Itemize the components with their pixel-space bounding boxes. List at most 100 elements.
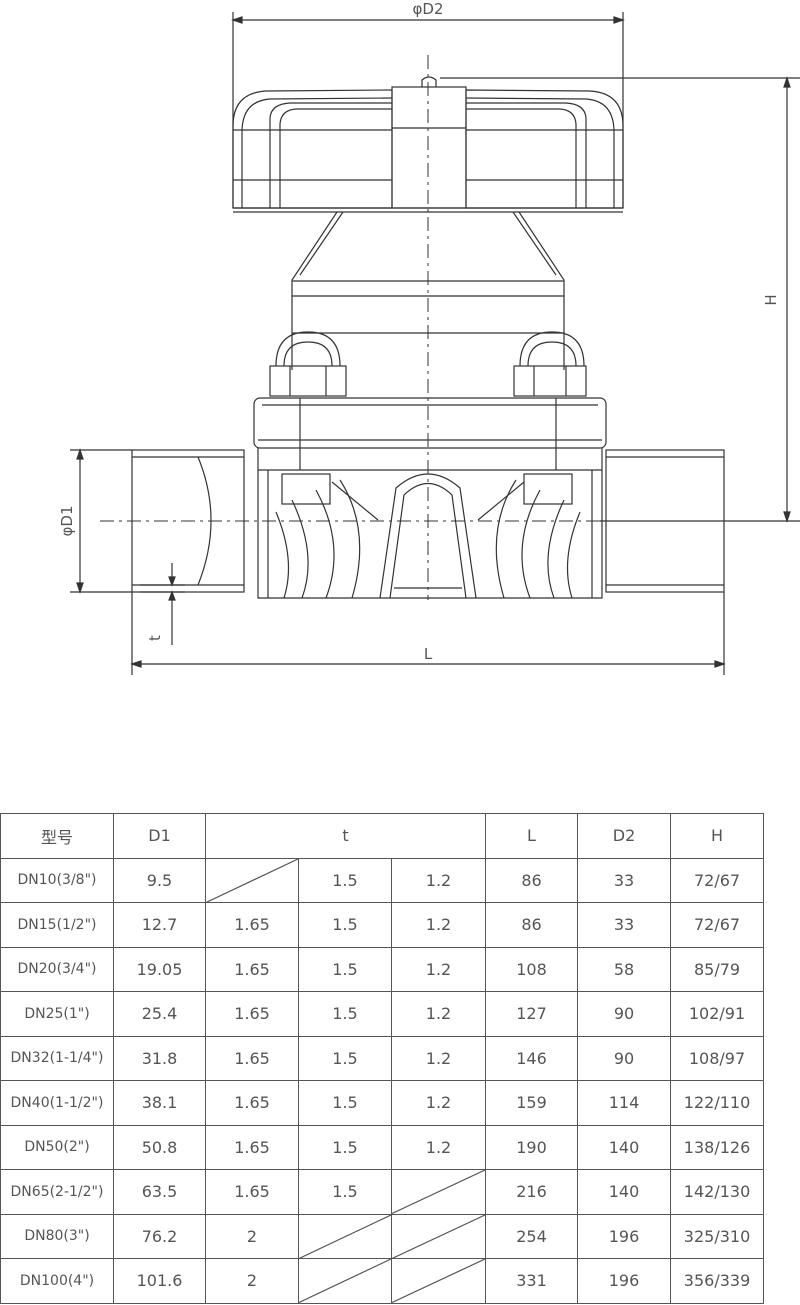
cell-t3: 1.2 [390, 1080, 487, 1126]
d1-dimension [70, 448, 132, 594]
cell-l: 159 [485, 1080, 579, 1126]
cell-d2: 196 [577, 1213, 672, 1259]
empty-cell-t2 [298, 1213, 392, 1259]
cell-model: DN65(2-1/2") [0, 1169, 114, 1215]
cell-l: 146 [485, 1035, 579, 1081]
cell-d2: 140 [577, 1124, 672, 1170]
cell-d1: 25.4 [113, 991, 206, 1037]
cap-nut-right [513, 331, 587, 397]
cell-h: 102/91 [670, 991, 765, 1037]
cell-l: 108 [485, 946, 579, 992]
cell-d2: 33 [577, 902, 672, 948]
cell-t1: 1.65 [205, 1035, 299, 1081]
l-dimension [130, 592, 726, 675]
diagonal-slash [392, 1170, 485, 1214]
cell-model: DN25(1") [0, 991, 114, 1037]
cell-l: 86 [485, 857, 579, 903]
header-model: 型号 [0, 813, 114, 859]
empty-cell-t1 [205, 857, 299, 903]
cell-d2: 114 [577, 1080, 672, 1126]
cell-t3: 1.2 [390, 991, 487, 1037]
cell-t1: 2 [205, 1258, 299, 1304]
empty-cell-t3 [390, 1169, 487, 1215]
diagonal-slash [392, 1215, 485, 1259]
t-label: t [146, 635, 164, 641]
cell-d2: 196 [577, 1258, 672, 1304]
cell-d1: 63.5 [113, 1169, 206, 1215]
d2-label: φD2 [413, 0, 444, 18]
cell-d2: 90 [577, 1035, 672, 1081]
table-header-row: 型号 D1 t L D2 H [0, 813, 765, 859]
cell-h: 325/310 [670, 1213, 765, 1259]
cell-model: DN10(3/8") [0, 857, 114, 903]
cell-l: 254 [485, 1213, 579, 1259]
cell-t2: 1.5 [298, 1169, 392, 1215]
cell-model: DN15(1/2") [0, 902, 114, 948]
cell-model: DN50(2") [0, 1124, 114, 1170]
cell-t1: 1.65 [205, 946, 299, 992]
header-l: L [485, 813, 579, 859]
empty-cell-t3 [390, 1213, 487, 1259]
cell-l: 216 [485, 1169, 579, 1215]
header-d2: D2 [577, 813, 672, 859]
center-lines [100, 55, 750, 600]
cell-t1: 1.65 [205, 1124, 299, 1170]
empty-cell-t3 [390, 1258, 487, 1304]
cell-t1: 2 [205, 1213, 299, 1259]
cell-l: 127 [485, 991, 579, 1037]
cell-t2: 1.5 [298, 991, 392, 1037]
cell-l: 331 [485, 1258, 579, 1304]
d1-label: φD1 [58, 506, 76, 537]
cell-model: DN100(4") [0, 1258, 114, 1304]
cell-model: DN32(1-1/4") [0, 1035, 114, 1081]
cell-model: DN80(3") [0, 1213, 114, 1259]
cell-t2: 1.5 [298, 1035, 392, 1081]
cell-t1: 1.65 [205, 1169, 299, 1215]
cell-t3: 1.2 [390, 902, 487, 948]
cell-t2: 1.5 [298, 1080, 392, 1126]
cell-d1: 12.7 [113, 902, 206, 948]
empty-cell-t2 [298, 1258, 392, 1304]
valve-body [257, 470, 603, 599]
h-dimension [440, 76, 800, 523]
cell-d1: 9.5 [113, 857, 206, 903]
cell-d1: 38.1 [113, 1080, 206, 1126]
cell-d1: 76.2 [113, 1213, 206, 1259]
cell-h: 138/126 [670, 1124, 765, 1170]
cell-t2: 1.5 [298, 946, 392, 992]
cell-h: 85/79 [670, 946, 765, 992]
cell-d1: 31.8 [113, 1035, 206, 1081]
flange [253, 397, 607, 471]
cell-h: 72/67 [670, 857, 765, 903]
header-d1: D1 [113, 813, 206, 859]
cell-t1: 1.65 [205, 1080, 299, 1126]
cell-t3: 1.2 [390, 1035, 487, 1081]
cell-h: 72/67 [670, 902, 765, 948]
valve-technical-drawing: φD2 H φD1 t L [58, 0, 800, 675]
cell-d1: 50.8 [113, 1124, 206, 1170]
diagonal-slash [206, 859, 298, 903]
cell-t1: 1.65 [205, 991, 299, 1037]
cell-d1: 101.6 [113, 1258, 206, 1304]
cell-d1: 19.05 [113, 946, 206, 992]
diagonal-slash [299, 1215, 391, 1259]
cap-nut-left [269, 331, 347, 397]
cell-h: 356/339 [670, 1258, 765, 1304]
diagonal-slash [299, 1259, 391, 1303]
cell-h: 122/110 [670, 1080, 765, 1126]
diagonal-slash [392, 1259, 485, 1303]
cell-d2: 90 [577, 991, 672, 1037]
cell-h: 108/97 [670, 1035, 765, 1081]
h-label: H [762, 294, 780, 305]
